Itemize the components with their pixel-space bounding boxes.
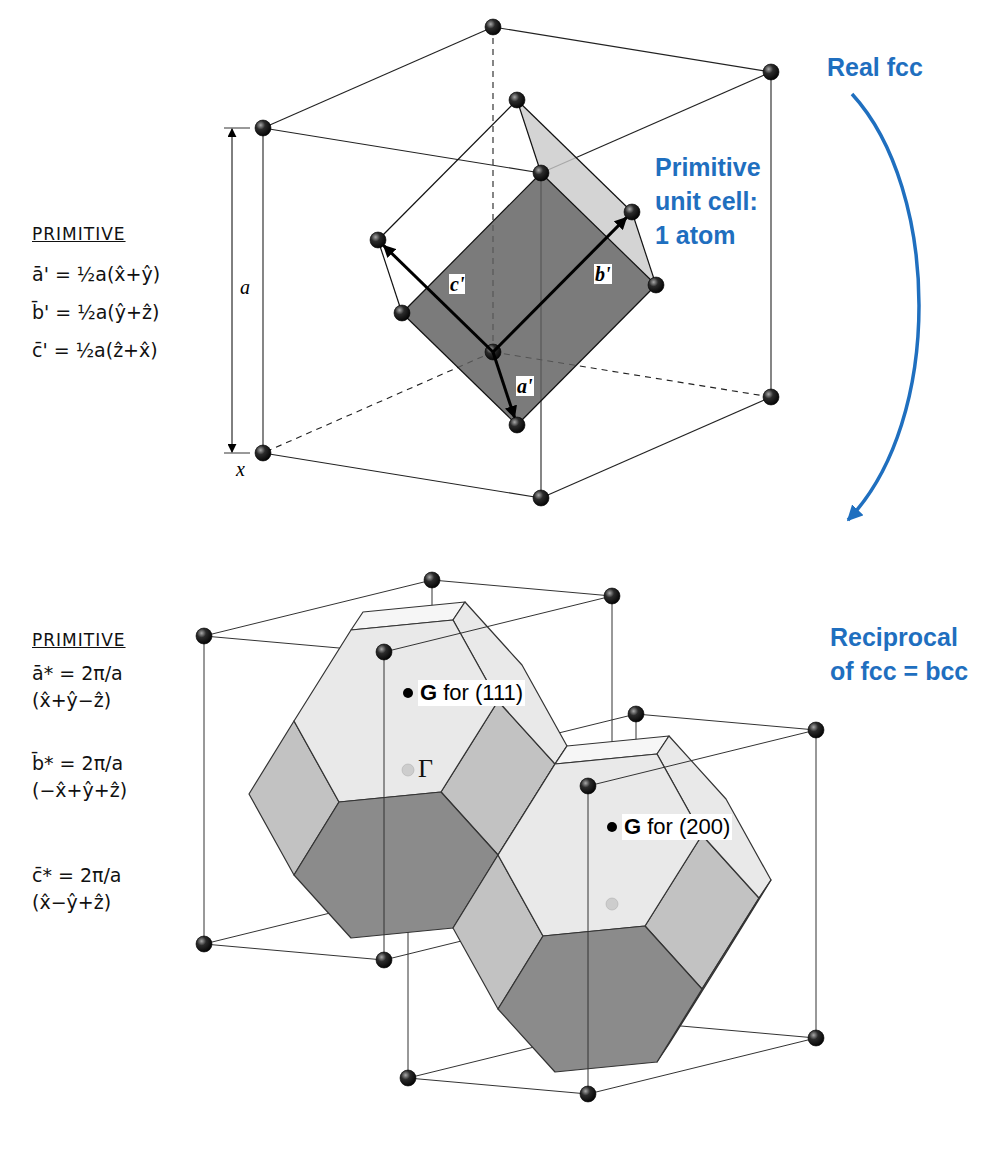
cube-edge — [541, 397, 771, 498]
g-vector-label: G for (111) — [418, 680, 525, 706]
basis-equation: c̄' = ½a(ẑ+x̂) — [32, 338, 158, 362]
cube-edge — [263, 453, 541, 498]
figure-title: Reciprocal of fcc = bcc — [830, 620, 982, 688]
cell-edge — [588, 786, 589, 1094]
zone-center-dot — [402, 764, 414, 776]
dimension-line — [232, 129, 233, 452]
lattice-atom — [400, 1070, 416, 1086]
cube-edge — [263, 128, 541, 173]
basis-equation: c̄* = 2π/a (x̂−ŷ+ẑ) — [32, 862, 172, 916]
lattice-atom — [509, 417, 525, 433]
lattice-atom — [370, 232, 386, 248]
vector-label: c' — [449, 274, 465, 294]
lattice-atom — [604, 588, 620, 604]
primitive-vector — [384, 246, 493, 352]
g-vector-dot — [403, 688, 413, 698]
vector-label: a' — [516, 376, 534, 396]
lattice-atom — [509, 92, 525, 108]
handwritten-heading: PRIMITIVE — [32, 628, 126, 652]
cell-edge — [384, 652, 385, 960]
zone-face — [498, 754, 702, 936]
axis-label: x — [236, 458, 245, 480]
cell-edge — [517, 100, 632, 212]
zone-face — [294, 620, 498, 802]
cell-edge — [816, 730, 817, 1038]
lattice-atom — [808, 1030, 824, 1046]
lattice-atom — [376, 644, 392, 660]
lattice-atom — [376, 952, 392, 968]
lattice-atom — [580, 1086, 596, 1102]
handwritten-heading: PRIMITIVE — [32, 222, 126, 246]
cube-edge — [770, 72, 771, 397]
lattice-atom — [580, 778, 596, 794]
cell-edge — [402, 173, 541, 313]
zone-center-dot — [606, 898, 618, 910]
lattice-atom — [763, 389, 779, 405]
figure-title: Real fcc — [827, 50, 923, 84]
reciprocal-cells-back — [196, 572, 824, 1094]
lattice-atom — [533, 165, 549, 181]
dimension-tick — [224, 128, 250, 129]
basis-equation: ā' = ½a(x̂+ŷ) — [32, 262, 160, 286]
lattice-atom — [624, 204, 640, 220]
cube-edge — [263, 27, 493, 128]
fcc-cube-figure — [224, 19, 779, 506]
lattice-atom — [255, 445, 271, 461]
front-atoms — [376, 588, 824, 1102]
cell-edge — [204, 636, 205, 944]
vector-label: b' — [594, 264, 612, 284]
lattice-atom — [394, 305, 410, 321]
lattice-atom — [648, 277, 664, 293]
cell-note: Primitive unit cell: 1 atom — [655, 150, 773, 252]
lattice-atom — [763, 64, 779, 80]
cell-edge — [408, 1078, 588, 1094]
zone-face — [498, 926, 702, 1072]
g-vector-dot — [607, 822, 617, 832]
reciprocal-cells-front — [384, 596, 816, 1094]
dimension-label: a — [240, 276, 250, 298]
cell-edge — [432, 580, 612, 596]
primitive-vector — [493, 218, 626, 352]
lattice-atom — [485, 19, 501, 35]
cell-edge — [384, 596, 612, 652]
gamma-point-label: Γ — [418, 754, 433, 784]
brillouin-zones — [249, 602, 771, 1072]
lattice-atom — [628, 706, 644, 722]
dimension-tick — [224, 453, 250, 454]
transform-arrow — [848, 94, 919, 520]
cell-edge — [588, 730, 816, 786]
lattice-atom — [196, 628, 212, 644]
cell-edge — [517, 100, 541, 173]
lattice-atom — [255, 120, 271, 136]
lattice-atom — [808, 722, 824, 738]
lattice-atom — [424, 572, 440, 588]
basis-equation: ā* = 2π/a (x̂+ŷ−ẑ) — [32, 660, 172, 714]
reciprocal-points — [402, 688, 618, 910]
cell-edge — [402, 313, 517, 425]
cell-edge — [204, 944, 384, 960]
cube-edge — [493, 27, 771, 72]
primitive-vector — [493, 352, 515, 417]
cube-edge — [262, 128, 263, 453]
lattice-atom — [196, 936, 212, 952]
cell-edge — [636, 714, 816, 730]
basis-equation: b̄* = 2π/a (−x̂+ŷ+ẑ) — [32, 750, 172, 804]
lattice-atom — [533, 490, 549, 506]
basis-equation: b̄' = ½a(ŷ+ẑ) — [32, 300, 159, 324]
g-vector-label: G for (200) — [622, 814, 732, 840]
cell-edge — [541, 173, 656, 285]
